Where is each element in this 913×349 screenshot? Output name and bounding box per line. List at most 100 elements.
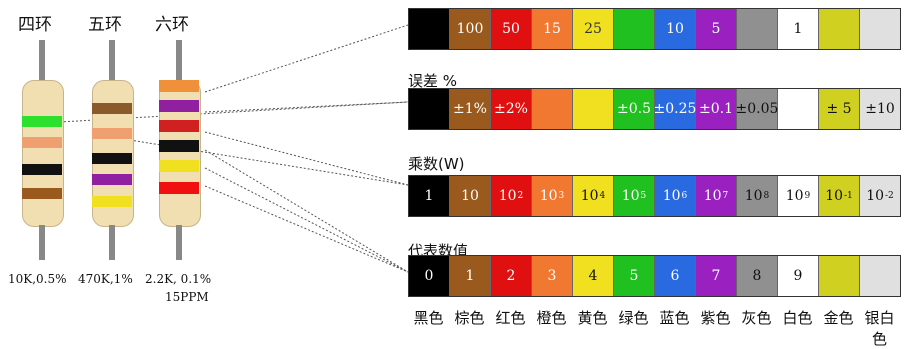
color-name: 灰色 xyxy=(741,309,772,327)
section-title: 乘数(W) xyxy=(408,155,465,173)
color-band xyxy=(22,116,62,127)
color-cell: 6 xyxy=(655,256,696,296)
resistor-value-label-2: 15PPM xyxy=(165,290,209,304)
cell-value: 100 xyxy=(456,21,484,37)
color-cell xyxy=(409,9,450,49)
resistor-lead xyxy=(39,40,45,80)
color-cell xyxy=(573,89,614,129)
cell-value: 1 xyxy=(465,268,475,284)
color-cell: 8 xyxy=(737,256,778,296)
cell-exponent: 8 xyxy=(763,191,770,201)
color-cell: 10 xyxy=(450,176,491,216)
color-cell: 1 xyxy=(450,256,491,296)
color-cell xyxy=(532,89,573,129)
color-name: 蓝色 xyxy=(659,309,690,327)
cell-value: 9 xyxy=(793,268,803,284)
color-cell: ±2% xyxy=(491,89,532,129)
color-band xyxy=(159,80,199,92)
cell-exponent: -1 xyxy=(844,191,853,201)
color-cell xyxy=(860,256,900,296)
cell-exponent: 7 xyxy=(722,191,729,201)
color-cell: 25 xyxy=(573,9,614,49)
cell-value: 10 xyxy=(825,188,844,204)
resistor-illustration xyxy=(157,40,201,260)
color-cell: ±0.05 xyxy=(736,89,778,129)
color-band xyxy=(159,140,199,152)
cell-value: ±0.1 xyxy=(699,101,733,117)
color-band xyxy=(92,128,132,139)
cell-exponent: 9 xyxy=(804,191,811,201)
cell-value: 4 xyxy=(588,268,598,284)
color-cell: 5 xyxy=(614,256,655,296)
section-title: 误差 % xyxy=(408,72,458,90)
cell-value: 15 xyxy=(543,21,561,37)
cell-value: 6 xyxy=(670,268,680,284)
color-band xyxy=(22,137,62,148)
color-cell xyxy=(819,256,860,296)
color-cell: 1 xyxy=(778,9,819,49)
resistor-value-label: 2.2K, 0.1% xyxy=(145,272,212,286)
cell-value: ±0.5 xyxy=(617,101,651,117)
resistor-type-label: 六环 xyxy=(155,15,189,35)
color-cell: ±0.1 xyxy=(696,89,737,129)
cell-value: ± 5 xyxy=(826,101,852,117)
resistor-value-label: 10K,0.5% xyxy=(8,272,67,286)
cell-exponent: 4 xyxy=(599,191,606,201)
color-name-row: 黑色棕色红色橙色黄色绿色蓝色紫色灰色白色金色银白色 xyxy=(408,307,900,349)
resistor-body xyxy=(22,80,64,227)
cell-value: 0 xyxy=(424,268,434,284)
color-cell: 9 xyxy=(778,256,819,296)
color-cell: 5 xyxy=(696,9,737,49)
color-cell xyxy=(819,9,860,49)
color-name: 金色 xyxy=(823,309,854,327)
resistor-type-label: 五环 xyxy=(88,15,122,35)
color-cell: 3 xyxy=(532,256,573,296)
color-cell xyxy=(409,89,450,129)
cell-value: 10 xyxy=(498,188,517,204)
resistor-lead xyxy=(109,40,115,80)
cell-value: 8 xyxy=(752,268,762,284)
color-name: 黑色 xyxy=(413,309,444,327)
cell-value: 10 xyxy=(866,188,885,204)
color-band xyxy=(92,103,132,114)
color-band xyxy=(159,100,199,112)
color-name: 橙色 xyxy=(536,309,567,327)
resistor-illustration xyxy=(90,40,134,260)
color-cell: 15 xyxy=(532,9,573,49)
color-band xyxy=(92,174,132,185)
color-cell: ±10 xyxy=(860,89,900,129)
resistor-lead xyxy=(176,225,182,260)
resistor-lead xyxy=(176,40,182,80)
cell-value: 1 xyxy=(424,188,434,204)
color-cell: ± 5 xyxy=(819,89,860,129)
cell-value: 1 xyxy=(793,21,803,37)
color-cell: 100 xyxy=(450,9,491,49)
resistor-type-label: 四环 xyxy=(18,15,52,35)
cell-value: 7 xyxy=(711,268,721,284)
cell-value: 10 xyxy=(703,188,722,204)
resistor-lead xyxy=(39,225,45,260)
color-band xyxy=(92,153,132,164)
connector-lines xyxy=(59,24,409,273)
color-cell: 10-1 xyxy=(819,176,860,216)
cell-value: 10 xyxy=(461,188,479,204)
color-cell: ±0.25 xyxy=(654,89,696,129)
cell-value: 10 xyxy=(785,188,804,204)
cell-value: 10 xyxy=(744,188,763,204)
color-code-row: ±1%±2% ±0.5±0.25±0.1±0.05 ± 5 ±10 xyxy=(408,88,901,130)
resistor-value-label: 470K,1% xyxy=(78,272,133,286)
cell-exponent: 2 xyxy=(517,191,524,201)
cell-exponent: 3 xyxy=(558,191,565,201)
cell-value: 25 xyxy=(584,21,602,37)
cell-value: 10 xyxy=(621,188,640,204)
color-cell: ±1% xyxy=(450,89,491,129)
cell-value: 10 xyxy=(662,188,681,204)
color-cell: 10 xyxy=(655,9,696,49)
color-band xyxy=(22,164,62,175)
